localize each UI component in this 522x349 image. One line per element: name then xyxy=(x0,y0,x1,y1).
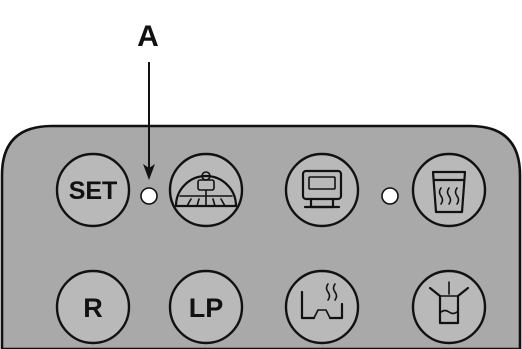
display-unit-icon xyxy=(301,169,343,209)
cup-button[interactable] xyxy=(411,269,487,345)
warm-button[interactable] xyxy=(411,152,487,228)
reset-button-label: R xyxy=(83,293,103,323)
lp-button-label: LP xyxy=(189,293,224,323)
lp-button[interactable]: LP xyxy=(168,269,244,345)
callout-label: A xyxy=(137,20,159,53)
cup-water-icon xyxy=(428,281,470,325)
reset-button[interactable]: R xyxy=(55,269,131,345)
program-button[interactable] xyxy=(284,152,360,228)
indicator-led-b xyxy=(381,187,399,205)
dome-lamp-icon xyxy=(174,171,238,208)
indicator-led-a xyxy=(140,187,158,205)
set-button[interactable]: SET xyxy=(55,152,131,228)
heated-container-icon xyxy=(431,170,467,214)
dry-button[interactable] xyxy=(284,269,360,345)
tray-steam-icon xyxy=(300,283,344,320)
sterilize-button[interactable] xyxy=(168,152,244,228)
callout-arrow-head xyxy=(143,164,155,180)
control-panel xyxy=(0,124,522,349)
set-button-label: SET xyxy=(69,177,118,205)
